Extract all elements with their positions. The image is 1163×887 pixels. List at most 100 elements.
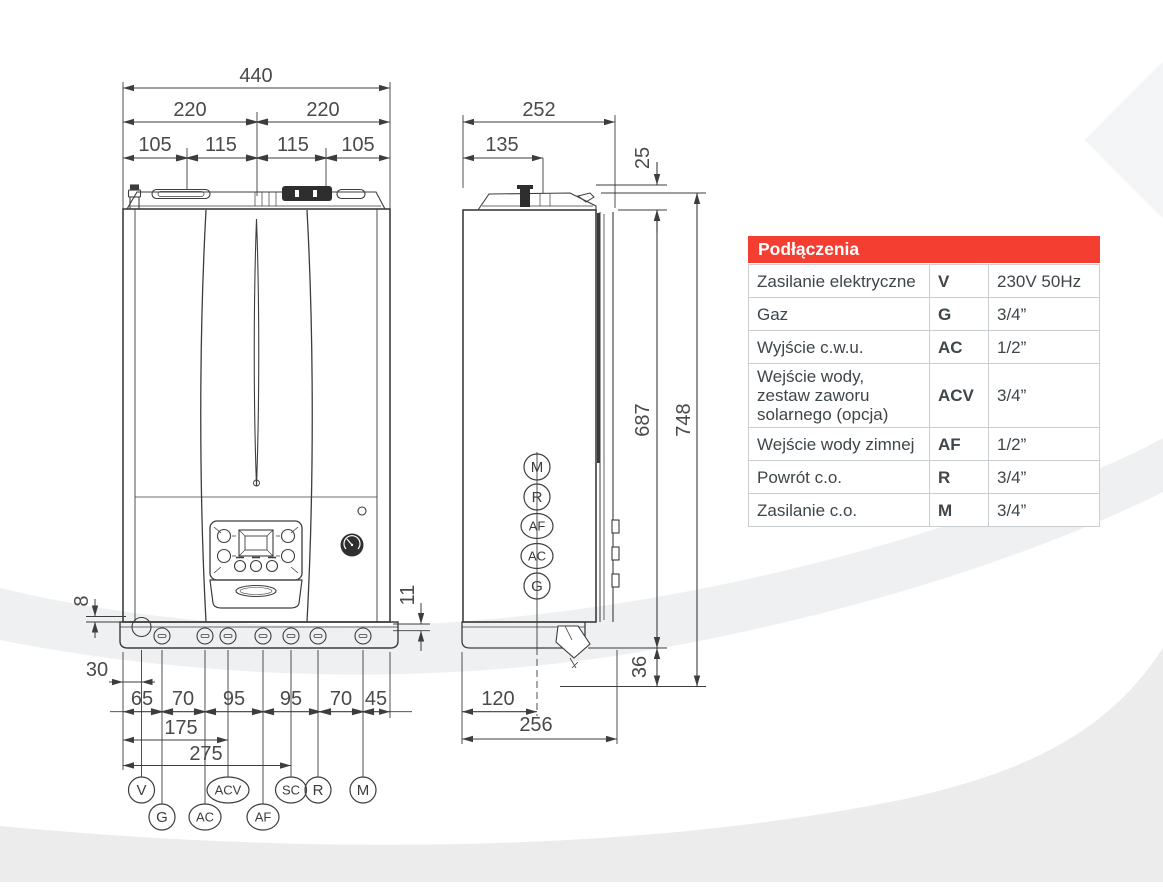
connection-label-cell: Wejście wody zimnej bbox=[748, 427, 930, 461]
side-label-ac: AC bbox=[528, 549, 546, 564]
connection-symbol-cell: G bbox=[929, 297, 989, 331]
panel-button bbox=[265, 559, 279, 573]
dim-105-1: 105 bbox=[138, 134, 171, 156]
dim-256: 256 bbox=[519, 714, 552, 736]
label-ac: AC bbox=[196, 810, 214, 825]
side-view-drawing bbox=[461, 115, 706, 744]
connection-label-cell: Powrót c.o. bbox=[748, 460, 930, 494]
table-row: Wejście wody zimnej AF 1/2” bbox=[748, 427, 1100, 461]
front-view-drawing bbox=[86, 82, 430, 831]
dim-95-2: 95 bbox=[280, 688, 302, 710]
screw-hole bbox=[357, 506, 367, 516]
pressure-gauge-icon bbox=[340, 533, 364, 557]
dim-135: 135 bbox=[485, 134, 518, 156]
dim-70-1: 70 bbox=[172, 688, 194, 710]
side-bottom-tray bbox=[461, 621, 591, 669]
connection-symbol-cell: AF bbox=[929, 427, 989, 461]
brand-logo-badge bbox=[235, 584, 277, 598]
connection-value-cell: 3/4” bbox=[988, 460, 1100, 494]
side-label-m: M bbox=[531, 459, 544, 476]
label-acv: ACV bbox=[215, 783, 242, 798]
side-label-af: AF bbox=[529, 519, 546, 534]
dim-120: 120 bbox=[481, 688, 514, 710]
label-sc: SC bbox=[282, 783, 300, 798]
dim-687: 687 bbox=[632, 403, 654, 436]
table-row: Powrót c.o. R 3/4” bbox=[748, 460, 1100, 494]
dim-65: 65 bbox=[131, 688, 153, 710]
connection-letter-labels: V ACV SC R M G AC AF M R AF AC G bbox=[136, 459, 546, 826]
connection-value-cell: 3/4” bbox=[988, 493, 1100, 527]
dim-11: 11 bbox=[397, 585, 419, 606]
dim-30: 30 bbox=[86, 659, 108, 681]
front-bottom-dimensions bbox=[110, 708, 412, 769]
table-row: Zasilanie elektryczne V 230V 50Hz bbox=[748, 264, 1100, 298]
front-top-cap bbox=[126, 184, 386, 210]
connection-symbol-cell: ACV bbox=[929, 363, 989, 428]
dim-8: 8 bbox=[71, 595, 93, 606]
dim-70-2: 70 bbox=[330, 688, 352, 710]
panel-knob bbox=[216, 528, 232, 544]
label-af: AF bbox=[255, 810, 272, 825]
label-v: V bbox=[136, 782, 146, 799]
side-label-g: G bbox=[531, 578, 543, 595]
dim-175: 175 bbox=[164, 717, 197, 739]
connection-value-cell: 230V 50Hz bbox=[988, 264, 1100, 298]
connection-value-cell: 3/4” bbox=[988, 363, 1100, 428]
connection-label-cell: Wejście wody, zestaw zaworu solarnego (o… bbox=[748, 363, 930, 428]
table-title: Podłączenia bbox=[748, 236, 1100, 263]
side-label-r: R bbox=[532, 489, 543, 506]
display bbox=[238, 529, 274, 557]
control-panel bbox=[209, 520, 303, 609]
panel-button bbox=[249, 559, 263, 573]
dimension-labels: 440 220 220 105 115 115 105 8 11 30 65 7… bbox=[71, 65, 695, 765]
cable-gland bbox=[131, 616, 152, 638]
side-top-dimensions bbox=[463, 118, 615, 162]
dim-45: 45 bbox=[365, 688, 387, 710]
dim-95-1: 95 bbox=[223, 688, 245, 710]
dim-25: 25 bbox=[632, 147, 654, 169]
dim-220-right: 220 bbox=[306, 99, 339, 121]
watermark-diamond bbox=[1084, 0, 1163, 296]
front-bottom-strip bbox=[119, 616, 399, 649]
dim-275: 275 bbox=[189, 743, 222, 765]
side-bottom-dimensions bbox=[462, 708, 617, 743]
label-r: R bbox=[313, 782, 324, 799]
front-connection-labels bbox=[127, 776, 377, 831]
flue-terminal bbox=[282, 186, 332, 201]
label-m: M bbox=[357, 782, 370, 799]
table-row: Wyjście c.w.u. AC 1/2” bbox=[748, 330, 1100, 364]
connection-label-cell: Zasilanie elektryczne bbox=[748, 264, 930, 298]
connection-symbol-cell: V bbox=[929, 264, 989, 298]
dim-252: 252 bbox=[522, 99, 555, 121]
dim-115-2: 115 bbox=[277, 134, 309, 156]
panel-knob bbox=[216, 548, 232, 564]
connection-symbol-cell: R bbox=[929, 460, 989, 494]
panel-knob bbox=[280, 548, 296, 564]
connections-table: Podłączenia Zasilanie elektryczne V 230V… bbox=[748, 236, 1100, 527]
connection-label-cell: Wyjście c.w.u. bbox=[748, 330, 930, 364]
label-g: G bbox=[156, 809, 168, 826]
connection-label-cell: Zasilanie c.o. bbox=[748, 493, 930, 527]
dim-105-2: 105 bbox=[341, 134, 374, 156]
dim-220-left: 220 bbox=[173, 99, 206, 121]
front-window-slit bbox=[253, 218, 260, 487]
dim-115-1: 115 bbox=[205, 134, 237, 156]
connection-label-cell: Gaz bbox=[748, 297, 930, 331]
connection-valves bbox=[153, 627, 372, 645]
drain-elbow bbox=[555, 625, 591, 659]
dim-748: 748 bbox=[673, 403, 695, 436]
relief-valve bbox=[127, 184, 142, 210]
table-row: Gaz G 3/4” bbox=[748, 297, 1100, 331]
connection-value-cell: 1/2” bbox=[988, 330, 1100, 364]
panel-knob bbox=[280, 528, 296, 544]
connection-value-cell: 1/2” bbox=[988, 427, 1100, 461]
connection-symbol-cell: M bbox=[929, 493, 989, 527]
panel-button bbox=[233, 559, 247, 573]
side-connection-labels bbox=[520, 453, 554, 600]
connection-symbol-cell: AC bbox=[929, 330, 989, 364]
dim-440: 440 bbox=[239, 65, 272, 87]
table-row: Zasilanie c.o. M 3/4” bbox=[748, 493, 1100, 527]
table-row: Wejście wody, zestaw zaworu solarnego (o… bbox=[748, 363, 1100, 428]
connection-value-cell: 3/4” bbox=[988, 297, 1100, 331]
